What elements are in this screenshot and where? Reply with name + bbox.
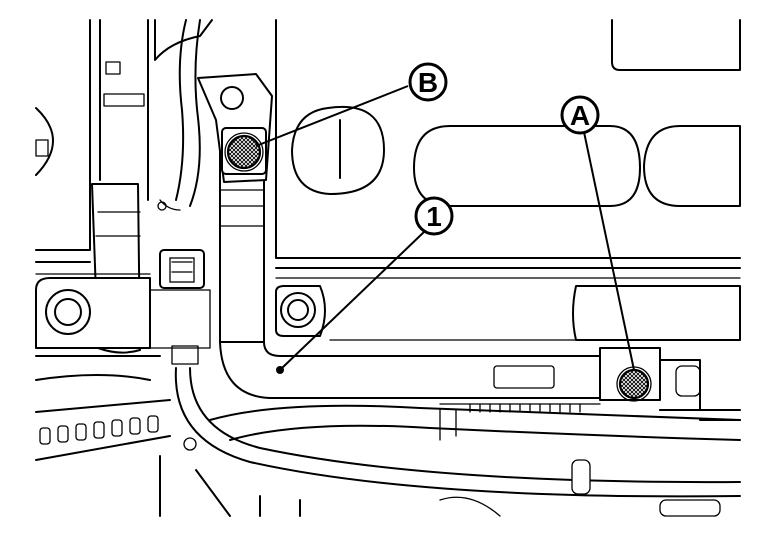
- leader-a: [583, 131, 635, 371]
- callout-1: 1: [414, 196, 454, 236]
- leader-lines: [255, 85, 635, 371]
- bolt-b: [224, 132, 264, 172]
- leader-b: [255, 85, 409, 147]
- connector: [159, 249, 205, 289]
- callout-a: A: [560, 95, 600, 135]
- callout-b: B: [408, 62, 448, 102]
- callout-b-label: B: [418, 67, 438, 98]
- wire-harness: [35, 345, 741, 517]
- left-bracket: [35, 277, 211, 349]
- center-boss: [275, 285, 326, 337]
- lower-frame: [35, 285, 741, 421]
- callout-1-label: 1: [426, 201, 442, 232]
- callout-a-label: A: [570, 100, 590, 131]
- harness-ribs: [39, 415, 159, 445]
- background-frame: [35, 19, 741, 354]
- harness-ribs-right: [469, 403, 581, 413]
- leader-1: [281, 231, 425, 369]
